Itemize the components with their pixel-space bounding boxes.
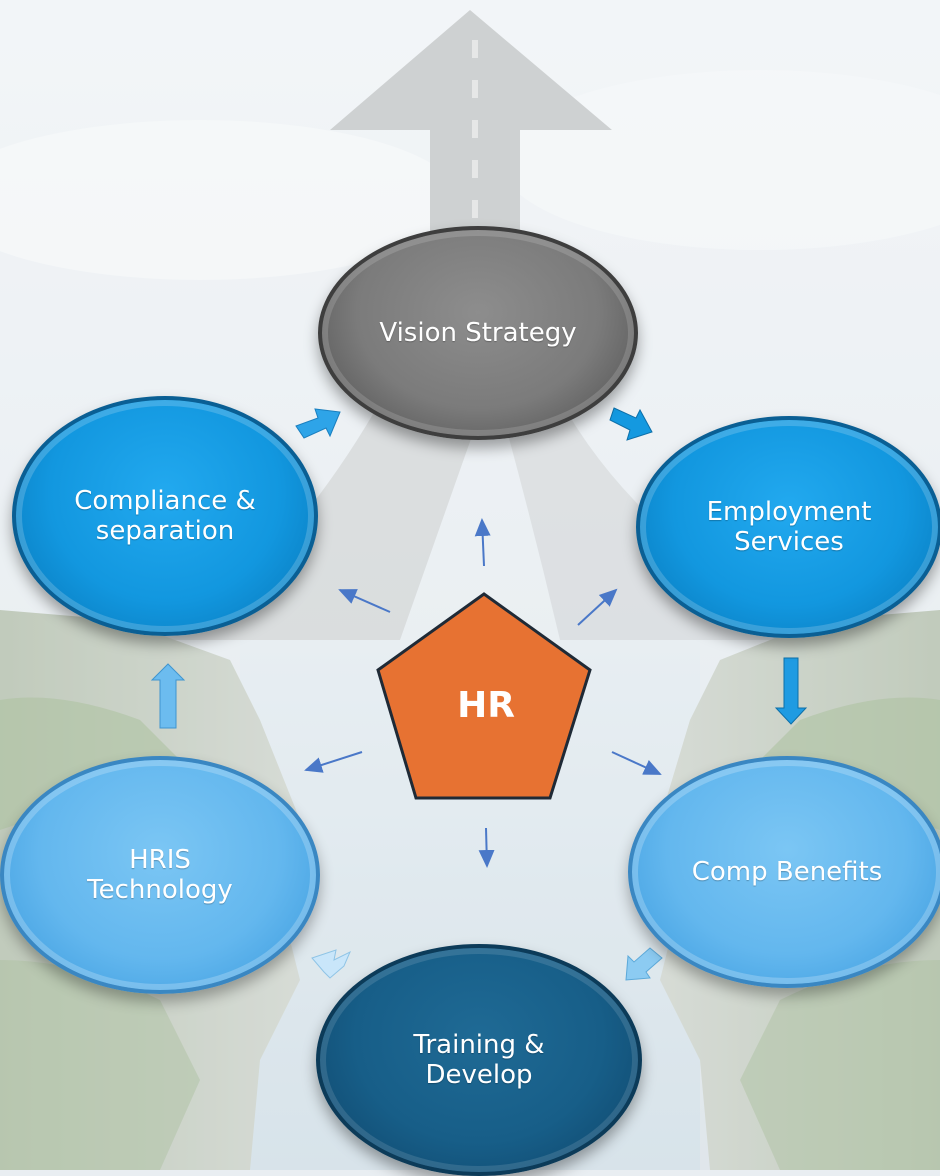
node-comp-benefits: Comp Benefits <box>628 756 940 988</box>
center-arrow-to-compliance <box>338 589 391 613</box>
cycle-arrow-training-to-hris <box>311 949 351 979</box>
node-comp-label: Comp Benefits <box>691 857 883 887</box>
hr-pentagon <box>376 592 592 800</box>
node-compliance-label: Compliance & separation <box>74 486 256 546</box>
center-arrow-to-hris <box>304 751 363 773</box>
node-compliance-separation: Compliance & separation <box>12 396 318 636</box>
node-vision-label: Vision Strategy <box>379 318 577 348</box>
center-arrow-to-employment <box>577 588 618 626</box>
node-employment-label: Employment Services <box>706 497 872 557</box>
node-training-label: Training & Develop <box>413 1030 545 1090</box>
center-arrow-to-training <box>478 827 495 868</box>
node-training-develop: Training & Develop <box>316 944 642 1176</box>
cycle-arrow-employment-to-comp <box>774 657 808 725</box>
node-employment-services: Employment Services <box>636 416 940 638</box>
node-hris-technology: HRIS Technology <box>0 756 320 994</box>
cycle-arrow-hris-to-compliance <box>150 663 186 729</box>
hr-center-label: HR <box>457 684 515 726</box>
node-vision-strategy: Vision Strategy <box>318 226 638 440</box>
cycle-arrow-compliance-to-vision <box>295 408 341 439</box>
cycle-arrow-comp-to-training <box>625 947 663 981</box>
node-hris-label: HRIS Technology <box>87 845 233 905</box>
center-arrow-to-comp <box>611 751 662 775</box>
center-arrow-to-vision <box>474 518 491 567</box>
cycle-arrow-vision-to-employment <box>609 407 653 441</box>
